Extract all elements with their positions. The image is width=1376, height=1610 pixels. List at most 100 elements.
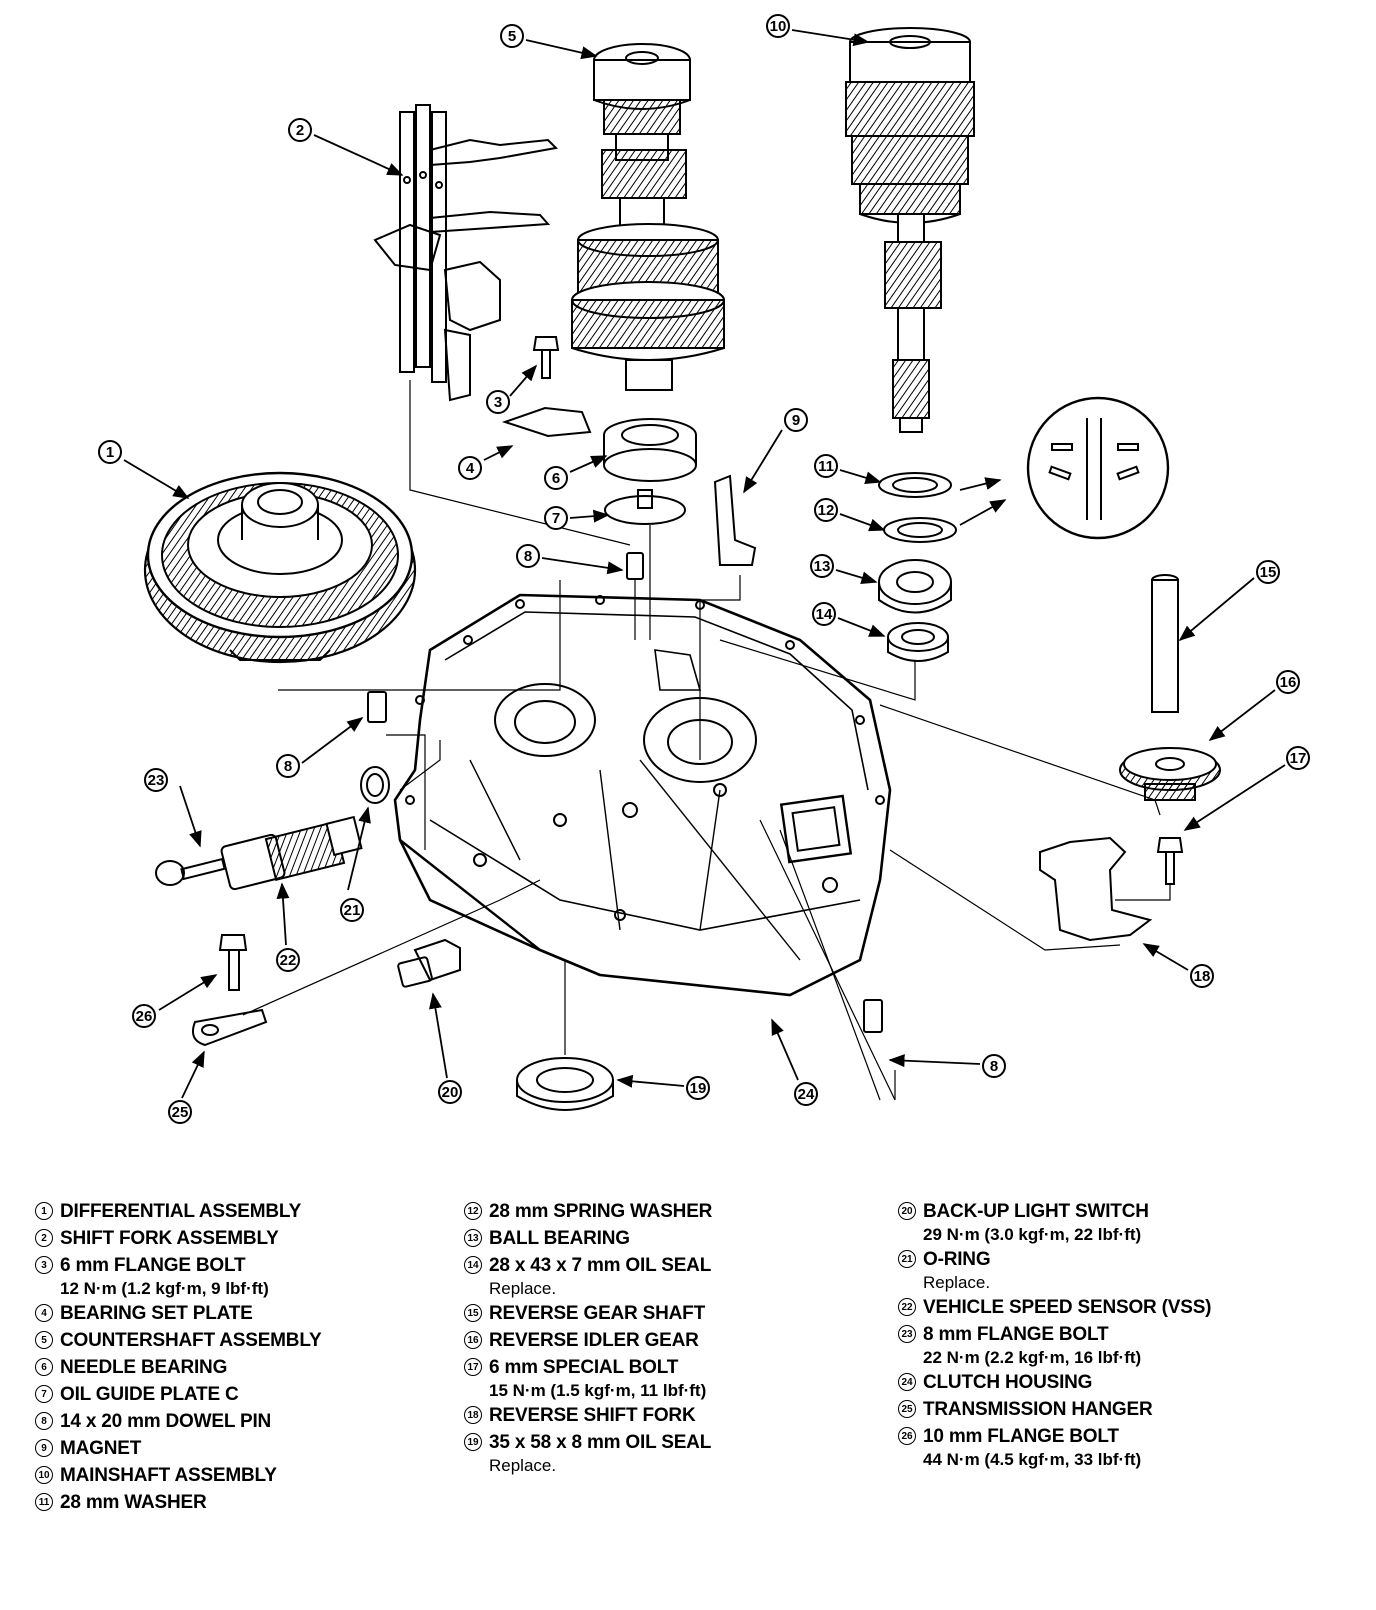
oil-guide-plate [604, 489, 686, 525]
svg-text:21: 21 [344, 902, 361, 919]
svg-text:10: 10 [770, 18, 787, 35]
svg-text:3: 3 [494, 394, 502, 411]
callout-10: 10 [766, 14, 790, 38]
callout-2: 2 [288, 118, 312, 142]
svg-text:12: 12 [818, 502, 835, 519]
clutch-housing [393, 593, 892, 997]
callout-14: 14 [812, 602, 836, 626]
special-bolt-6mm [1156, 837, 1184, 885]
svg-text:8: 8 [990, 1058, 998, 1075]
callout-6: 6 [544, 466, 568, 490]
svg-text:4: 4 [466, 460, 475, 477]
callout-12: 12 [814, 498, 838, 522]
svg-text:26: 26 [136, 1008, 153, 1025]
flange-bolt-10mm [218, 934, 248, 991]
callout-3: 3 [486, 390, 510, 414]
callout-4: 4 [458, 456, 482, 480]
svg-text:22: 22 [280, 952, 297, 969]
svg-text:2: 2 [296, 122, 304, 139]
ball-bearing [878, 559, 952, 614]
vehicle-speed-sensor [220, 815, 363, 891]
svg-text:17: 17 [1290, 750, 1307, 767]
svg-text:1: 1 [106, 444, 114, 461]
reverse-shift-fork [1039, 836, 1153, 942]
countershaft-assembly [571, 43, 725, 391]
dowel-pin-bottom [863, 999, 883, 1033]
callout-17: 17 [1286, 746, 1310, 770]
svg-text:7: 7 [552, 510, 560, 527]
callout-7: 7 [544, 506, 568, 530]
oil-seal-28x43 [887, 622, 949, 662]
callout-21: 21 [340, 898, 364, 922]
svg-text:6: 6 [552, 470, 560, 487]
svg-text:23: 23 [148, 772, 165, 789]
callout-22: 22 [276, 948, 300, 972]
o-ring [360, 766, 390, 804]
svg-text:14: 14 [816, 606, 833, 623]
spring-washer-28mm [883, 517, 957, 543]
callout-5: 5 [500, 24, 524, 48]
svg-text:8: 8 [524, 548, 532, 565]
leader-arrows [123, 29, 1286, 1099]
callout-8-bottom: 8 [982, 1054, 1006, 1078]
shift-fork-assembly [373, 104, 559, 402]
dowel-pin-left [367, 691, 387, 723]
svg-text:18: 18 [1194, 968, 1211, 985]
callout-11: 11 [814, 454, 838, 478]
assembly-guide-lines [242, 380, 1171, 1101]
washer-28mm [878, 472, 952, 498]
svg-text:20: 20 [442, 1084, 459, 1101]
flange-bolt-8mm [155, 857, 226, 886]
callout-1: 1 [98, 440, 122, 464]
reverse-gear-shaft [1151, 574, 1179, 713]
detail-circle [1026, 396, 1170, 540]
callout-24: 24 [794, 1082, 818, 1106]
flange-bolt-6mm [532, 336, 560, 379]
callout-9: 9 [784, 408, 808, 432]
reverse-idler-gear [1119, 747, 1221, 801]
svg-text:24: 24 [798, 1086, 815, 1103]
callout-18: 18 [1190, 964, 1214, 988]
mainshaft-assembly [845, 27, 975, 433]
svg-text:5: 5 [508, 28, 516, 45]
oil-seal-35x58 [516, 1057, 614, 1111]
magnet [713, 474, 757, 566]
callout-26: 26 [132, 1004, 156, 1028]
differential-assembly [143, 471, 417, 664]
back-up-light-switch [397, 938, 461, 988]
svg-text:11: 11 [818, 458, 834, 475]
dowel-pin-top [626, 552, 644, 580]
callout-15: 15 [1256, 560, 1280, 584]
callout-8-top: 8 [516, 544, 540, 568]
transmission-hanger [192, 1008, 268, 1047]
svg-text:9: 9 [792, 412, 800, 429]
bearing-set-plate [501, 406, 592, 438]
callout-8-left: 8 [276, 754, 300, 778]
callout-labels: 5 10 2 3 4 6 7 9 8 1 11 12 13 14 15 16 1… [98, 14, 1310, 1124]
